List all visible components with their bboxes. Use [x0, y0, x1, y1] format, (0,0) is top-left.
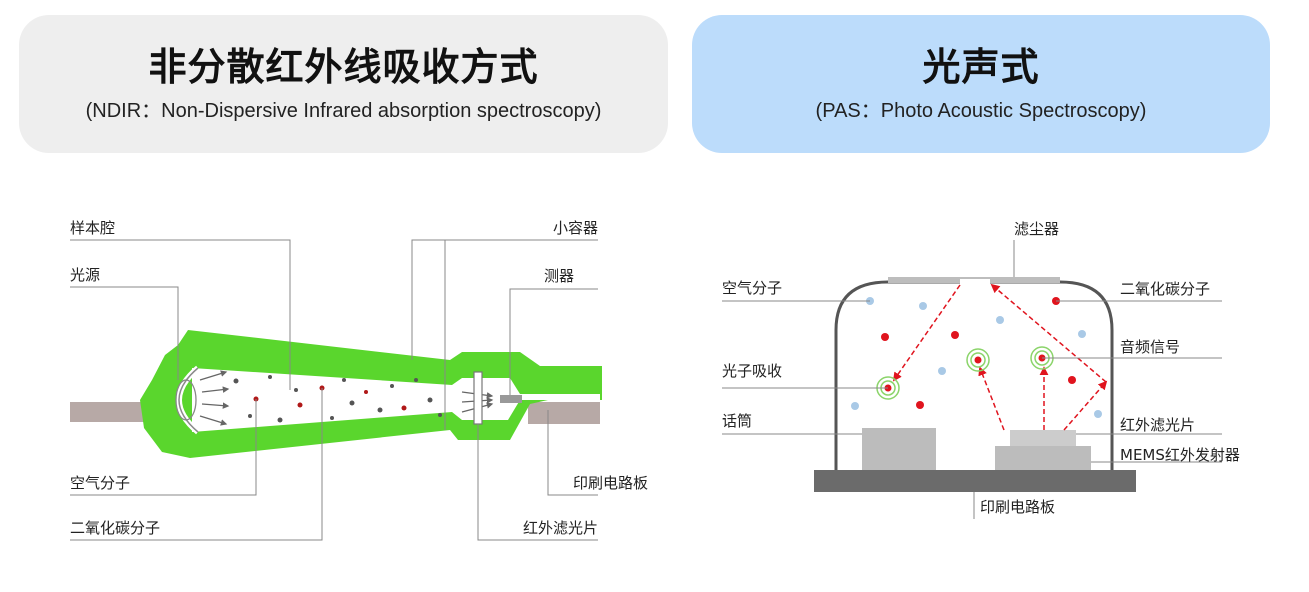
pas-ir-beams [892, 283, 1108, 431]
pas-title: 光声式 [922, 45, 1040, 89]
pas-label-air-molecule: 空气分子 [722, 279, 782, 297]
pas-excited-molecules [876, 346, 1054, 400]
ndir-label-light-source: 光源 [70, 266, 100, 284]
pas-subtitle: (PAS：Photo Acoustic Spectroscopy) [815, 100, 1147, 122]
ndir-title: 非分散红外线吸收方式 [148, 45, 539, 89]
ndir-label-small-container: 小容器 [553, 219, 598, 237]
ndir-ir-filter [473, 371, 483, 425]
ndir-label-detector: 测器 [544, 267, 574, 285]
ndir-sample-cavity [192, 368, 600, 432]
pas-label-co2-molecule: 二氧化碳分子 [1120, 280, 1210, 298]
ndir-leader-lines [70, 239, 598, 541]
pas-diagram: 滤尘器 空气分子 二氧化碳分子 音频信号 光子吸收 话筒 红外滤光片 MEMS红… [722, 220, 1240, 519]
ndir-molecules [233, 375, 442, 423]
pas-mems-emitter [995, 446, 1091, 470]
ndir-pcb-right [528, 402, 600, 424]
pas-label-ir-filter: 红外滤光片 [1120, 416, 1195, 434]
ndir-header: 非分散红外线吸收方式 (NDIR：Non-Dispersive Infrared… [19, 15, 668, 153]
ndir-label-air-molecule: 空气分子 [70, 474, 130, 492]
pas-header: 光声式 (PAS：Photo Acoustic Spectroscopy) [692, 15, 1270, 153]
ndir-diagram: 样本腔 光源 小容器 测器 空气分子 二氧化碳分子 印刷电路板 红外滤光片 [70, 219, 648, 541]
ndir-label-pcb: 印刷电路板 [573, 474, 648, 492]
pas-label-pcb: 印刷电路板 [980, 498, 1055, 516]
ndir-label-sample-chamber: 样本腔 [70, 219, 115, 237]
ndir-detector [500, 395, 522, 403]
ndir-label-co2-molecule: 二氧化碳分子 [70, 519, 160, 537]
pas-ir-filter [1010, 430, 1076, 446]
pas-leader-lines [722, 240, 1222, 519]
ndir-subtitle: (NDIR：Non-Dispersive Infrared absorption… [85, 100, 602, 122]
pas-label-dust-filter: 滤尘器 [1014, 220, 1059, 238]
pas-label-photon-absorption: 光子吸收 [722, 362, 782, 380]
pas-pcb [814, 470, 1136, 492]
pas-label-audio-signal: 音频信号 [1120, 338, 1180, 356]
pas-label-microphone: 话筒 [722, 412, 752, 430]
ndir-label-ir-filter: 红外滤光片 [523, 519, 598, 537]
pas-microphone [862, 428, 936, 470]
ndir-pcb-left [70, 402, 150, 422]
pas-label-mems-emitter: MEMS红外发射器 [1120, 446, 1240, 464]
